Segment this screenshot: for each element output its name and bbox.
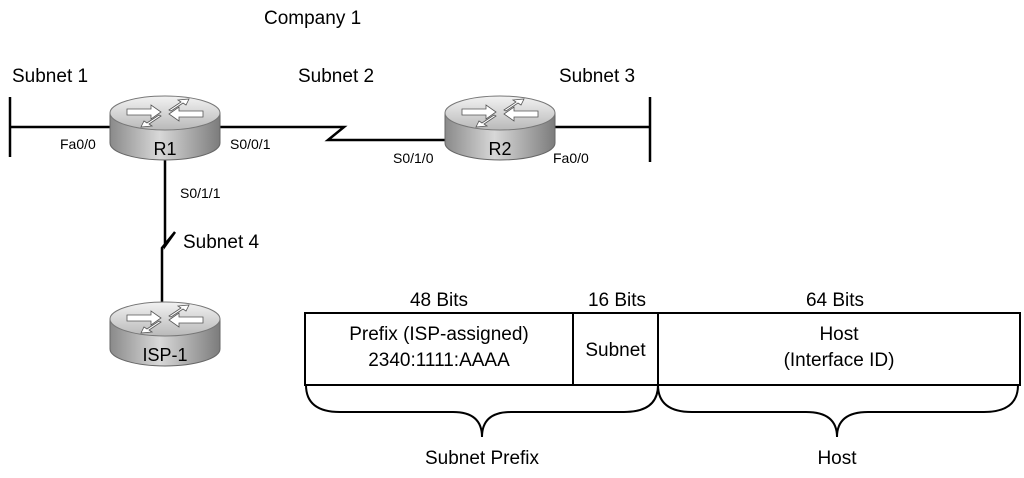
host-brace bbox=[657, 384, 1019, 438]
subnet-prefix-brace bbox=[305, 384, 659, 438]
subnet4-serial-link bbox=[160, 155, 177, 305]
prefix-cell-line1: Prefix (ISP-assigned) bbox=[349, 324, 529, 345]
subnet-cell: Subnet bbox=[585, 340, 646, 361]
bits-16-label: 16 Bits bbox=[587, 290, 647, 311]
router-r2-label: R2 bbox=[488, 139, 512, 159]
address-format-table bbox=[304, 312, 1021, 386]
subnet-3-label: Subnet 3 bbox=[559, 66, 636, 87]
router-isp1-label: ISP-1 bbox=[142, 345, 188, 365]
host-cell-line1: Host bbox=[819, 324, 859, 345]
host-brace-label: Host bbox=[817, 448, 857, 469]
subnet-prefix-brace-label: Subnet Prefix bbox=[424, 448, 540, 469]
subnet-4-label: Subnet 4 bbox=[183, 232, 260, 253]
bits-48-label: 48 Bits bbox=[409, 290, 469, 311]
host-cell-line2: (Interface ID) bbox=[783, 350, 895, 371]
r1-s001-interface: S0/0/1 bbox=[230, 136, 271, 152]
bits-64-label: 64 Bits bbox=[805, 290, 865, 311]
subnet2-serial-link bbox=[220, 125, 446, 142]
r1-s011-interface: S0/1/1 bbox=[180, 185, 221, 201]
r1-fa00-interface: Fa0/0 bbox=[60, 136, 96, 152]
subnet-1-label: Subnet 1 bbox=[12, 66, 89, 87]
router-r1-label: R1 bbox=[153, 139, 177, 159]
r2-s010-interface: S0/1/0 bbox=[393, 150, 434, 166]
company-title: Company 1 bbox=[264, 8, 362, 29]
r2-fa00-interface: Fa0/0 bbox=[553, 150, 589, 166]
subnet-2-label: Subnet 2 bbox=[298, 66, 375, 87]
prefix-cell-line2: 2340:1111:AAAA bbox=[368, 350, 510, 371]
